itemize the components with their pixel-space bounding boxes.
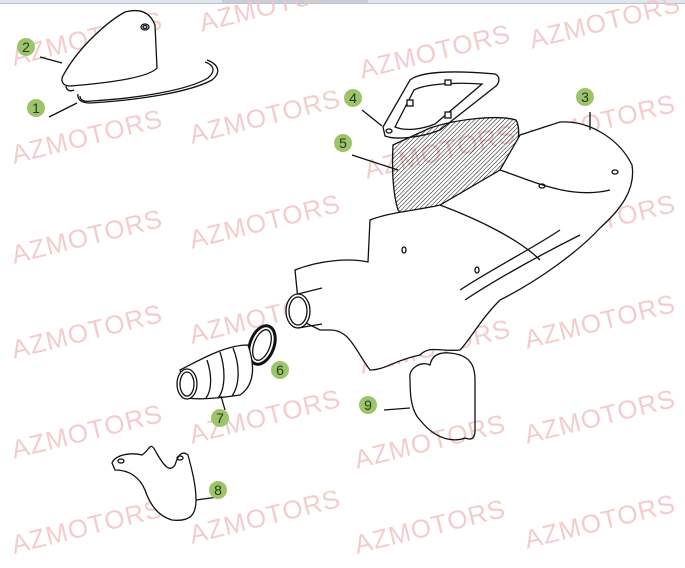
part-callout-4[interactable]: 4 — [344, 89, 362, 107]
part-2-airbox-cover — [61, 9, 158, 92]
part-callout-6[interactable]: 6 — [271, 361, 289, 379]
tab-indicator — [222, 0, 368, 3]
part-callout-5[interactable]: 5 — [334, 134, 352, 152]
part-6-clamp — [247, 324, 277, 366]
part-3-outlet-tube — [285, 287, 323, 329]
part-callout-7[interactable]: 7 — [211, 409, 229, 427]
part-callout-8[interactable]: 8 — [209, 481, 227, 499]
part-4-filter-frame — [382, 71, 500, 139]
part-1-gasket — [77, 59, 219, 104]
window-top-bar — [0, 0, 685, 4]
part-8-bracket — [111, 445, 197, 521]
part-7-intake-boot — [176, 344, 254, 400]
part-9-gasket — [409, 352, 476, 441]
part-callout-9[interactable]: 9 — [359, 396, 377, 414]
part-callout-3[interactable]: 3 — [576, 88, 594, 106]
part-callout-2[interactable]: 2 — [17, 38, 35, 56]
part-callout-1[interactable]: 1 — [27, 99, 45, 117]
part-3-airbox-body — [294, 121, 634, 371]
